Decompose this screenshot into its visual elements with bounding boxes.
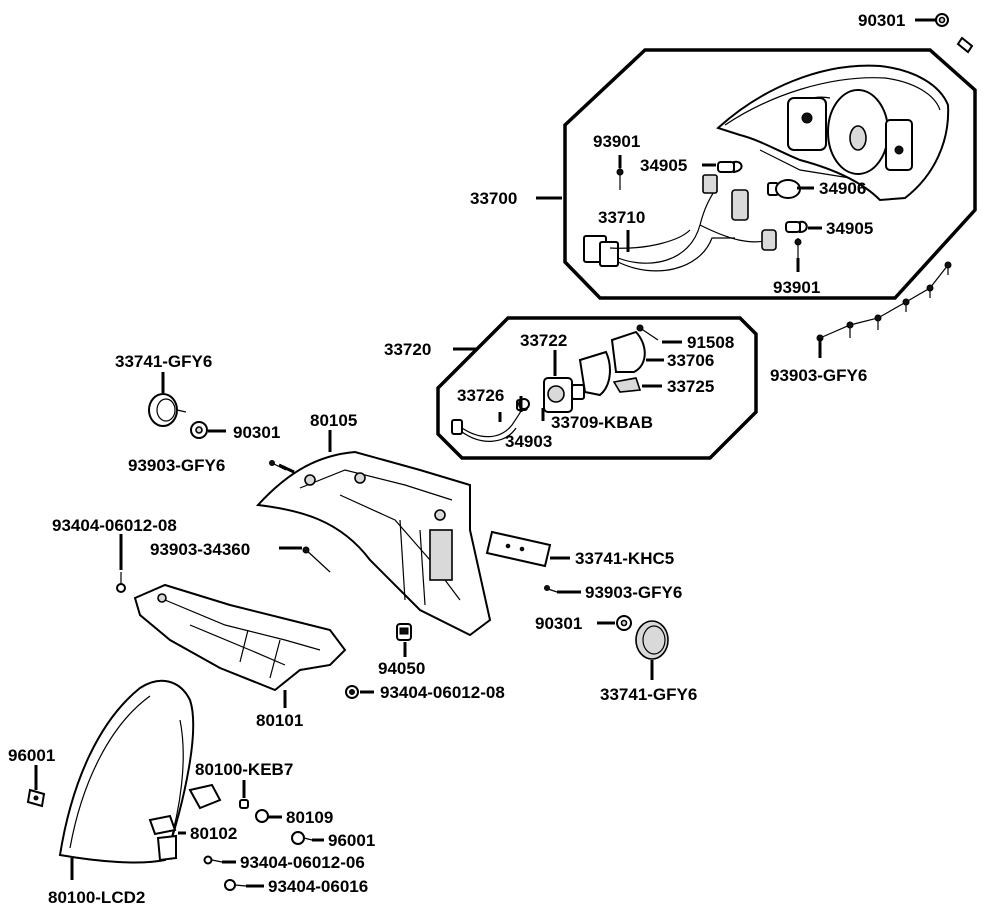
headlight-group-frame bbox=[563, 48, 977, 300]
label-93404-mid: 93404-06012-08 bbox=[380, 683, 505, 702]
bolt-93404-top bbox=[116, 572, 126, 593]
screw-series-93903-right bbox=[816, 261, 952, 350]
label-90301-right: 90301 bbox=[535, 614, 582, 633]
label-33720: 33720 bbox=[384, 340, 431, 359]
part-labels: 90301 93901 34905 34906 33700 33710 3490… bbox=[8, 11, 905, 907]
label-80102: 80102 bbox=[190, 824, 237, 843]
clip-94050 bbox=[396, 623, 412, 641]
headlight-assembly bbox=[716, 64, 950, 202]
label-93901-b: 93901 bbox=[773, 278, 820, 297]
screw-91508 bbox=[636, 324, 659, 341]
label-93404-06016: 93404-06016 bbox=[268, 877, 368, 896]
label-93901-a: 93901 bbox=[593, 132, 640, 151]
label-33726: 33726 bbox=[457, 386, 504, 405]
bolt-93404-mid bbox=[345, 685, 359, 699]
rear-fender-80105 bbox=[255, 450, 492, 637]
label-93903-34360: 93903-34360 bbox=[150, 540, 250, 559]
bulb-34903 bbox=[516, 398, 530, 411]
nut-80109 bbox=[255, 809, 269, 823]
label-96001-left: 96001 bbox=[8, 746, 55, 765]
label-33725: 33725 bbox=[667, 377, 714, 396]
nut-90301-left bbox=[190, 421, 208, 439]
taillight-group-frame bbox=[436, 316, 758, 460]
lens-33709 bbox=[578, 350, 611, 397]
nut-90301-top bbox=[935, 13, 974, 54]
label-93903-lower: 93903-GFY6 bbox=[585, 583, 682, 602]
nut-90301-right bbox=[616, 615, 632, 631]
nut-80100-keb7 bbox=[239, 799, 249, 809]
screw-93903-34360 bbox=[302, 546, 331, 573]
label-33700: 33700 bbox=[470, 189, 517, 208]
plate-33741-khc5 bbox=[485, 530, 552, 568]
label-96001-right: 96001 bbox=[328, 831, 375, 850]
label-33710: 33710 bbox=[598, 208, 645, 227]
leader-lines bbox=[34, 18, 936, 888]
bulb-34905-b bbox=[785, 220, 808, 234]
label-33741-left: 33741-GFY6 bbox=[115, 352, 212, 371]
label-93903-mid: 93903-GFY6 bbox=[128, 456, 225, 475]
bracket-80102 bbox=[156, 834, 177, 862]
bolt-93404-06016 bbox=[224, 879, 247, 891]
screw-93901-a bbox=[616, 168, 624, 190]
screw-93901-b bbox=[794, 238, 802, 258]
label-34903: 34903 bbox=[505, 432, 552, 451]
label-80109: 80109 bbox=[286, 808, 333, 827]
label-80100-keb7: 80100-KEB7 bbox=[195, 760, 293, 779]
bolt-96001-left bbox=[26, 788, 46, 808]
label-33741-right: 33741-GFY6 bbox=[600, 685, 697, 704]
label-33706: 33706 bbox=[667, 351, 714, 370]
label-80100-lcd2: 80100-LCD2 bbox=[48, 888, 145, 907]
label-93404-top: 93404-06012-08 bbox=[52, 516, 177, 535]
screw-93404-0606 bbox=[203, 855, 223, 865]
label-93903-right: 93903-GFY6 bbox=[770, 366, 867, 385]
bracket-80101 bbox=[133, 583, 347, 692]
label-33722: 33722 bbox=[520, 331, 567, 350]
screw-93903-lower bbox=[544, 585, 558, 593]
label-34905-b: 34905 bbox=[826, 219, 873, 238]
front-fender-80100 bbox=[58, 679, 222, 864]
lens-33706 bbox=[610, 330, 646, 373]
headlight-harness bbox=[583, 174, 777, 272]
label-91508: 91508 bbox=[687, 333, 734, 352]
label-33741-khc5: 33741-KHC5 bbox=[575, 549, 674, 568]
socket-33722 bbox=[543, 377, 585, 413]
label-94050: 94050 bbox=[378, 659, 425, 678]
label-90301-top: 90301 bbox=[858, 11, 905, 30]
reflector-33741-right bbox=[635, 620, 669, 660]
reflector-33741-left bbox=[148, 393, 187, 427]
label-33709: 33709-KBAB bbox=[551, 413, 653, 432]
label-80101: 80101 bbox=[256, 711, 303, 730]
label-34905-a: 34905 bbox=[640, 156, 687, 175]
bulb-34906 bbox=[767, 179, 801, 199]
label-34906: 34906 bbox=[819, 179, 866, 198]
bolt-96001-right bbox=[291, 831, 313, 845]
label-93404-0606: 93404-06012-06 bbox=[240, 853, 365, 872]
label-90301-left: 90301 bbox=[233, 423, 280, 442]
clip-33725 bbox=[612, 377, 642, 393]
label-80105: 80105 bbox=[310, 411, 357, 430]
bulb-34905-a bbox=[717, 160, 743, 174]
